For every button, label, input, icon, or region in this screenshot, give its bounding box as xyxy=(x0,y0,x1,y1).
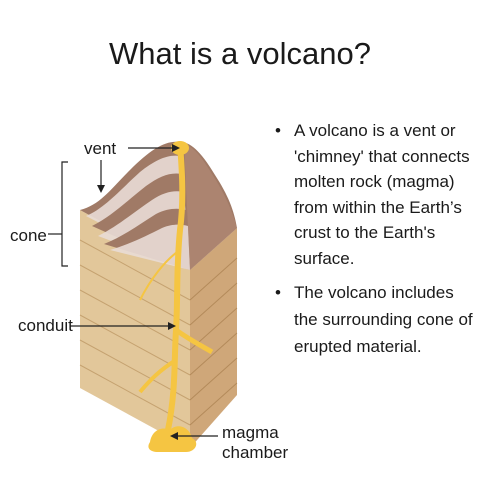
volcano-diagram xyxy=(0,130,290,470)
cone-label: cone xyxy=(10,226,47,245)
bullet-item: • The volcano includes the surrounding c… xyxy=(272,279,480,360)
vent-label: vent xyxy=(84,139,117,158)
bullet-marker: • xyxy=(275,283,281,302)
bullet-text: A volcano is a vent or 'chimney' that co… xyxy=(294,121,470,268)
magma-chamber-label-line2: chamber xyxy=(222,443,289,462)
bullet-text: The volcano includes the surrounding con… xyxy=(294,283,473,356)
bullet-marker: • xyxy=(275,121,281,140)
magma-chamber-label-line1: magma xyxy=(222,423,279,442)
rock-front-face xyxy=(80,210,190,448)
slide-title: What is a volcano? xyxy=(109,36,371,71)
bullet-list: • A volcano is a vent or 'chimney' that … xyxy=(272,118,480,360)
conduit-label: conduit xyxy=(18,316,73,335)
magma-conduit xyxy=(165,143,186,431)
bullet-item: • A volcano is a vent or 'chimney' that … xyxy=(272,118,480,271)
volcano-cross-section-illustration xyxy=(48,141,238,452)
cone-bracket xyxy=(61,161,68,267)
magma-chamber-blob xyxy=(148,426,197,452)
